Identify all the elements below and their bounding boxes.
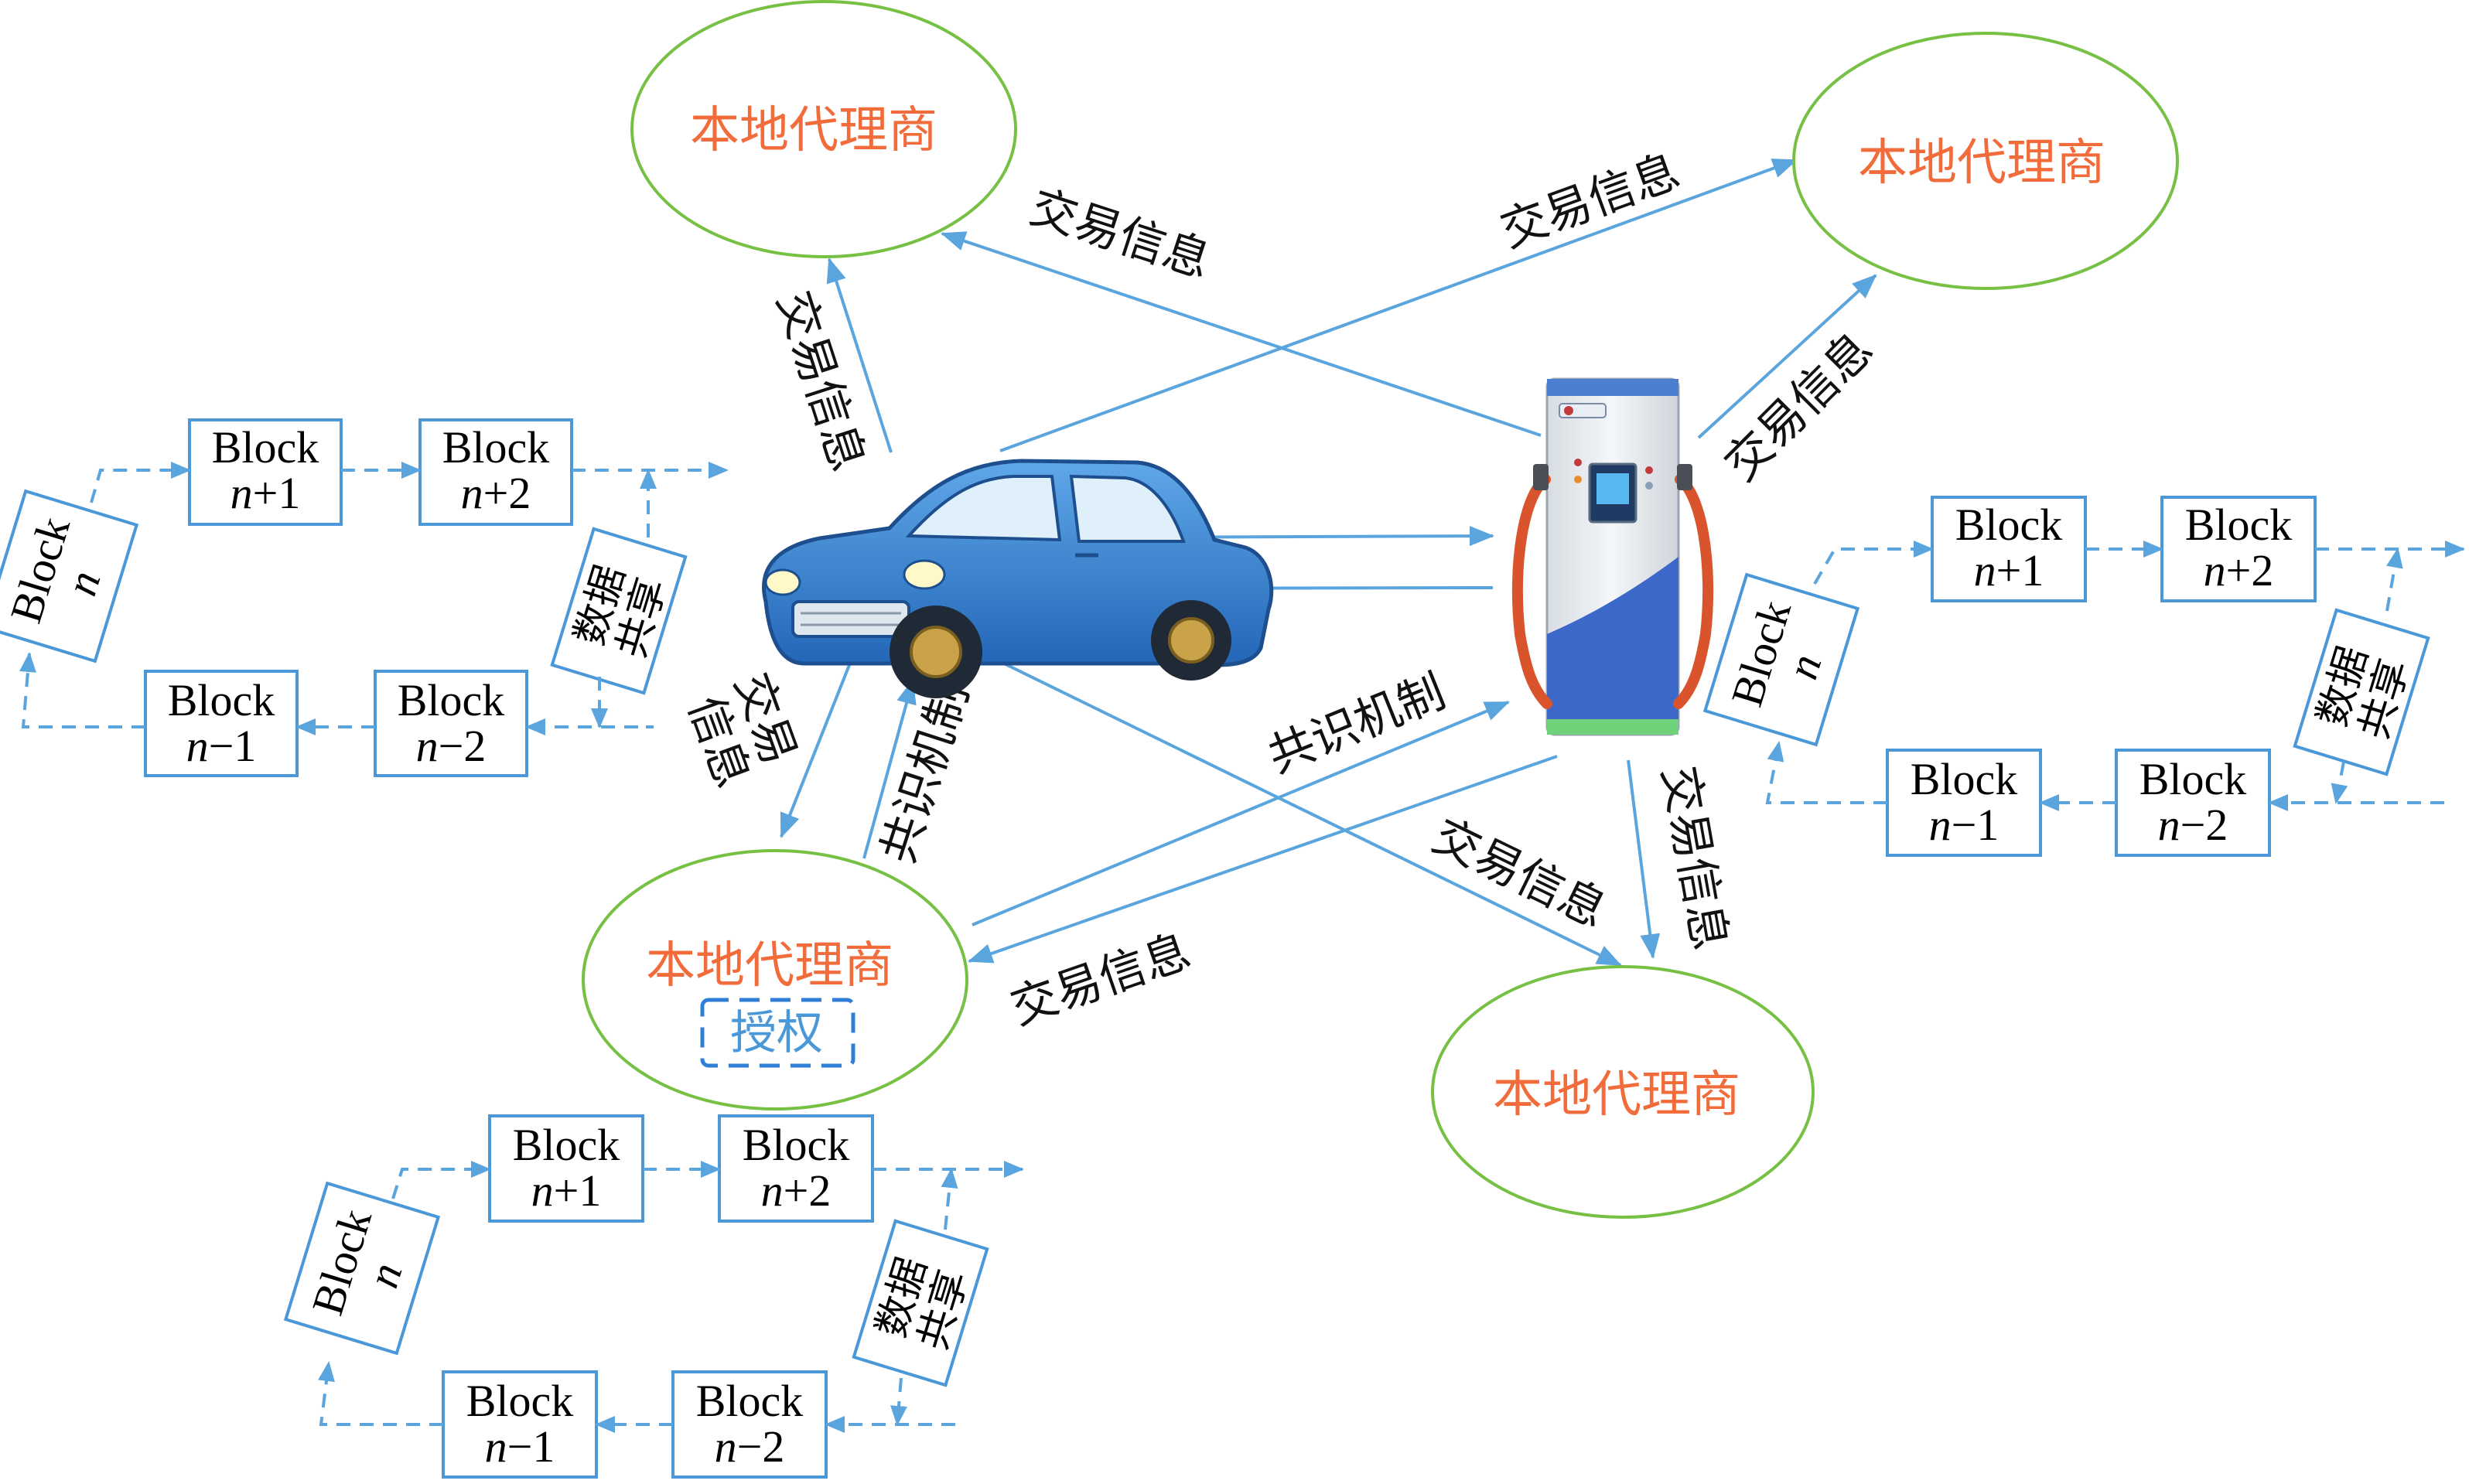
- connection-arrows: [780, 159, 1877, 967]
- chain-links: [318, 1161, 1024, 1433]
- arrow-car-to-agent3: [780, 664, 851, 838]
- block-index: n−1: [1929, 800, 1999, 850]
- block-index: n+2: [2204, 545, 2274, 595]
- block-label: Block: [212, 422, 319, 472]
- block-n-plus-1: Block n+1: [1931, 496, 2087, 602]
- electric-car-icon: [762, 459, 1274, 698]
- arrow-car-to-agent2: [999, 159, 1798, 452]
- block-label: Block: [2139, 754, 2247, 804]
- block-index: n+1: [231, 468, 301, 518]
- block-index: n+2: [461, 468, 531, 518]
- label-tx-car-agent1: 交易信息: [767, 285, 876, 478]
- block-label: Block: [743, 1120, 850, 1170]
- block-index: n+2: [761, 1165, 832, 1216]
- data-share-box: 数据 共享: [852, 1219, 989, 1387]
- block-n: Block n: [283, 1181, 441, 1356]
- agent-label: 本地代理商: [646, 937, 893, 994]
- arrow-agent3-to-pile: [972, 701, 1510, 926]
- agent-label: 本地代理商: [690, 102, 937, 159]
- block-n-plus-2: Block n+2: [2160, 496, 2317, 602]
- block-label: Block: [1911, 754, 2018, 804]
- block-n-plus-2: Block n+2: [718, 1114, 874, 1223]
- block-index: n−2: [2158, 800, 2228, 850]
- block-n: Block n: [0, 489, 139, 664]
- block-n-plus-2: Block n+2: [418, 418, 573, 526]
- arrow-pile-to-agent4: [1627, 759, 1661, 959]
- charging-pile-icon: [1511, 377, 1714, 736]
- block-n: Block n: [1702, 572, 1860, 747]
- arrow-car-to-agent4: [1003, 662, 1622, 967]
- block-n-plus-1: Block n+1: [488, 1114, 644, 1223]
- block-index: n+1: [1974, 545, 2044, 595]
- arrow-pile-to-agent1: [941, 231, 1542, 437]
- block-n-minus-1: Block n−1: [144, 670, 299, 777]
- chain-links: [19, 462, 729, 735]
- block-label: Block: [2185, 500, 2293, 550]
- data-share-box: 数据 共享: [2293, 608, 2430, 776]
- arrow-pile-to-agent2: [1697, 274, 1877, 439]
- label-tx-pile-agent1: 交易信息: [1023, 180, 1217, 289]
- agent-node-2: 本地代理商: [1792, 32, 2179, 290]
- blockchain-cluster-bottom: Block n Block n+1 Block n+2 Block n−1 Bl…: [283, 1114, 1024, 1479]
- block-label: Block: [168, 675, 275, 725]
- block-n-plus-1: Block n+1: [188, 418, 343, 526]
- block-index: n+1: [531, 1165, 602, 1216]
- agent-node-3: 本地代理商 授权: [582, 849, 968, 1110]
- agent-label: 本地代理商: [1493, 1066, 1740, 1124]
- block-index: n−1: [485, 1421, 555, 1472]
- block-n-minus-2: Block n−2: [671, 1370, 828, 1479]
- label-tx-car-agent2: 交易信息: [1494, 144, 1686, 258]
- label-tx-pile-agent4: 交易信息: [1651, 762, 1737, 954]
- agent-node-4: 本地代理商: [1431, 965, 1815, 1219]
- block-label: Block: [1955, 500, 2063, 550]
- block-n-minus-1: Block n−1: [1886, 749, 2042, 857]
- block-n-minus-2: Block n−2: [374, 670, 528, 777]
- block-index: n−2: [715, 1421, 785, 1472]
- arrow-car-to-agent1: [826, 258, 893, 453]
- block-n-minus-1: Block n−1: [442, 1370, 598, 1479]
- agent-node-1: 本地代理商: [630, 0, 1017, 258]
- block-index: n−2: [416, 721, 487, 771]
- blockchain-cluster-left: Block n Block n+1 Block n+2 Block n−1 Bl…: [0, 418, 729, 777]
- chain-links: [1765, 541, 2465, 811]
- label-tx-car-agent4: 交易信息: [1424, 809, 1614, 939]
- block-label: Block: [398, 675, 505, 725]
- block-label: Block: [513, 1120, 620, 1170]
- arrow-pile-to-agent3: [968, 755, 1558, 964]
- block-label: Block: [696, 1376, 804, 1426]
- agent-label: 本地代理商: [1858, 135, 2105, 192]
- block-index: n−1: [186, 721, 257, 771]
- authorization-badge-frame: [700, 998, 855, 1068]
- data-share-box: 数据 共享: [550, 527, 688, 695]
- blockchain-cluster-right: Block n Block n+1 Block n+2 Block n−1 Bl…: [1702, 496, 2465, 857]
- authorization-badge: 授权: [730, 1006, 823, 1060]
- label-tx-pile-agent3: 交易信息: [1004, 924, 1197, 1035]
- arrow-agent3-to-car: [862, 679, 917, 859]
- block-label: Block: [442, 422, 550, 472]
- block-n-minus-2: Block n−2: [2115, 749, 2271, 857]
- block-label: Block: [466, 1376, 574, 1426]
